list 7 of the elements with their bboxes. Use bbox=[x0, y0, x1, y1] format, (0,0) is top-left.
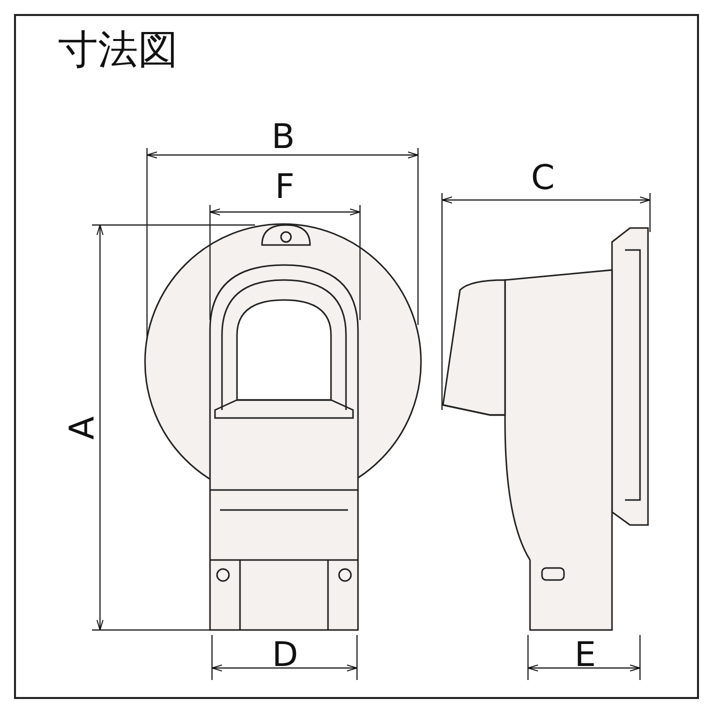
dimension-label: D bbox=[272, 638, 298, 672]
diagram-title: 寸法図 bbox=[58, 30, 178, 70]
dimension-label: A bbox=[65, 416, 100, 440]
dimension-label: F bbox=[275, 170, 295, 204]
dimension-label: C bbox=[531, 161, 555, 195]
dimension-label: E bbox=[574, 638, 596, 672]
dimension-label: B bbox=[272, 120, 295, 154]
